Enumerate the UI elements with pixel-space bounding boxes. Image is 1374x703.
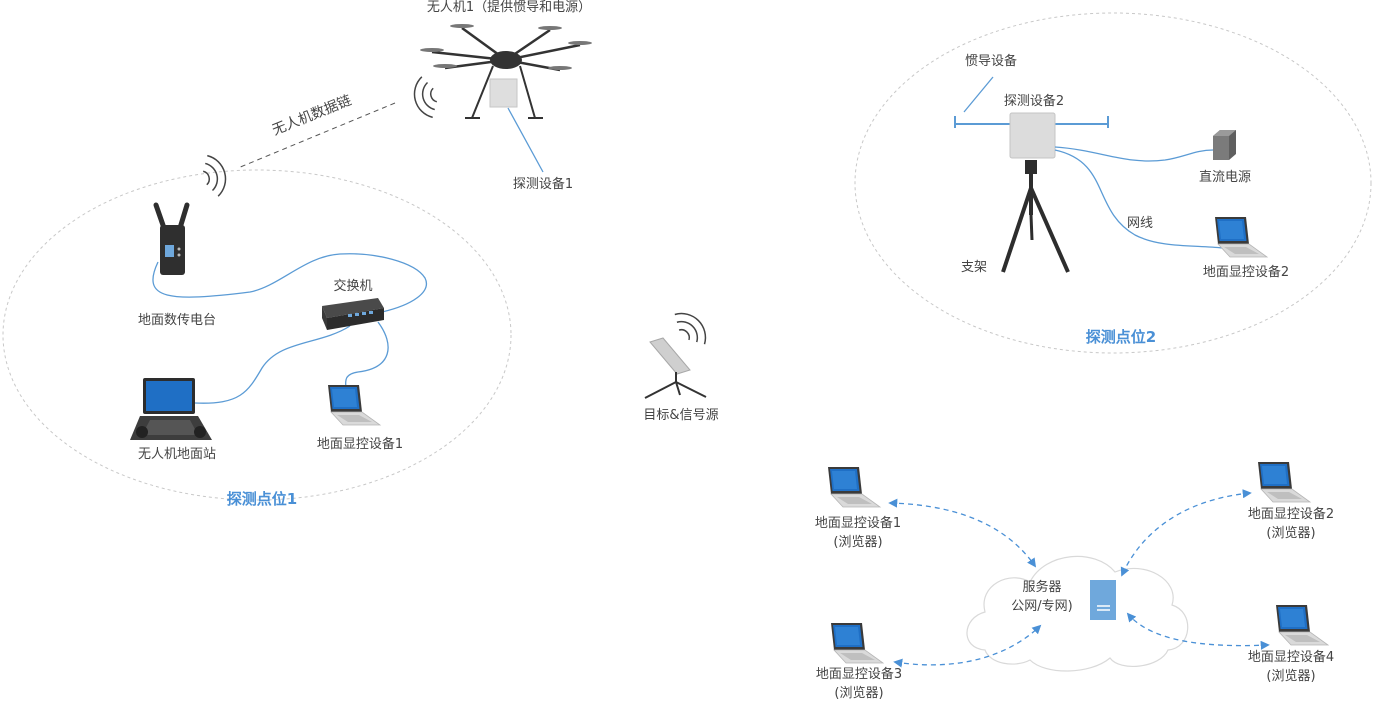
site2-title: 探测点位2 [1085,328,1157,346]
detector1-label: 探测设备1 [512,177,574,192]
client4-label: 地面显控设备4 (浏览器) [1248,648,1334,686]
client2-label: 地面显控设备2 (浏览器) [1248,505,1334,543]
server-label-line1: 服务器 [1022,580,1062,595]
dc-power-supply-icon [1213,130,1236,160]
dc-power-label: 直流电源 [1198,170,1252,185]
datalink-line [237,102,396,169]
laptop-display2-icon [1214,216,1268,258]
server-icon [1090,580,1116,620]
ground-station-icon [130,378,212,440]
uav-title: 无人机1（提供惯导和电源） [426,0,592,15]
link-client2-server [1120,489,1252,577]
uav-datalink-waves-icon [409,73,442,122]
uav-drone-icon [420,24,592,119]
detector2-icon [1009,112,1056,159]
switch-display1-cable [344,321,389,389]
client-laptop4-icon [1275,604,1329,646]
radio-switch-cable [152,253,428,313]
client3-label: 地面显控设备3 (浏览器) [816,665,902,703]
gcs-label: 无人机地面站 [137,447,217,462]
laptop-display1-icon [327,384,381,426]
client3-label-line1: 地面显控设备3 [815,667,903,682]
target-signal-source-icon [644,337,707,399]
client2-label-line1: 地面显控设备2 [1247,507,1335,522]
radio-waves-icon [198,151,231,200]
client2-label-line2: (浏览器) [1266,526,1316,541]
target-label: 目标&信号源 [643,408,719,423]
server-label-line2: 公网/专网) [1011,599,1073,614]
client-laptop3-icon [830,622,884,664]
display2-label: 地面显控设备2 [1202,265,1290,280]
site1-ellipse [2,169,512,501]
radio-station-icon [153,202,190,275]
detector1-icon [489,78,518,108]
client-laptop1-icon [827,466,881,508]
switch-icon [322,298,384,330]
tripod-icon [1001,160,1070,273]
cable-label: 网线 [1126,216,1154,231]
display1-label: 地面显控设备1 [316,437,404,452]
dc-power-cable [1054,146,1214,162]
link-client1-server [888,498,1037,568]
client4-label-line1: 地面显控设备4 [1247,650,1335,665]
client3-label-line2: (浏览器) [834,686,884,701]
site1-title: 探测点位1 [226,490,298,508]
client4-label-line2: (浏览器) [1266,669,1316,684]
ins-label: 惯导设备 [964,54,1018,69]
detector2-label: 探测设备2 [1003,94,1065,109]
switch-gcs-cable [194,325,351,404]
cloud-icon [966,555,1189,672]
ethernet-cable [1054,149,1223,249]
client1-label-line2: (浏览器) [833,535,883,550]
site2-ellipse [854,12,1372,354]
switch-label: 交换机 [333,279,373,294]
detector1-leader-line [507,107,544,173]
client-laptop2-icon [1257,461,1311,503]
tripod-label: 支架 [960,260,988,275]
link-client3-server [893,624,1042,668]
target-waves-icon [668,304,715,351]
radio-label: 地面数传电台 [137,313,217,328]
server-label: 服务器 公网/专网) [1011,578,1072,616]
client1-label-line1: 地面显控设备1 [814,516,902,531]
link-client4-server [1126,612,1270,650]
client1-label: 地面显控设备1 (浏览器) [815,514,901,552]
